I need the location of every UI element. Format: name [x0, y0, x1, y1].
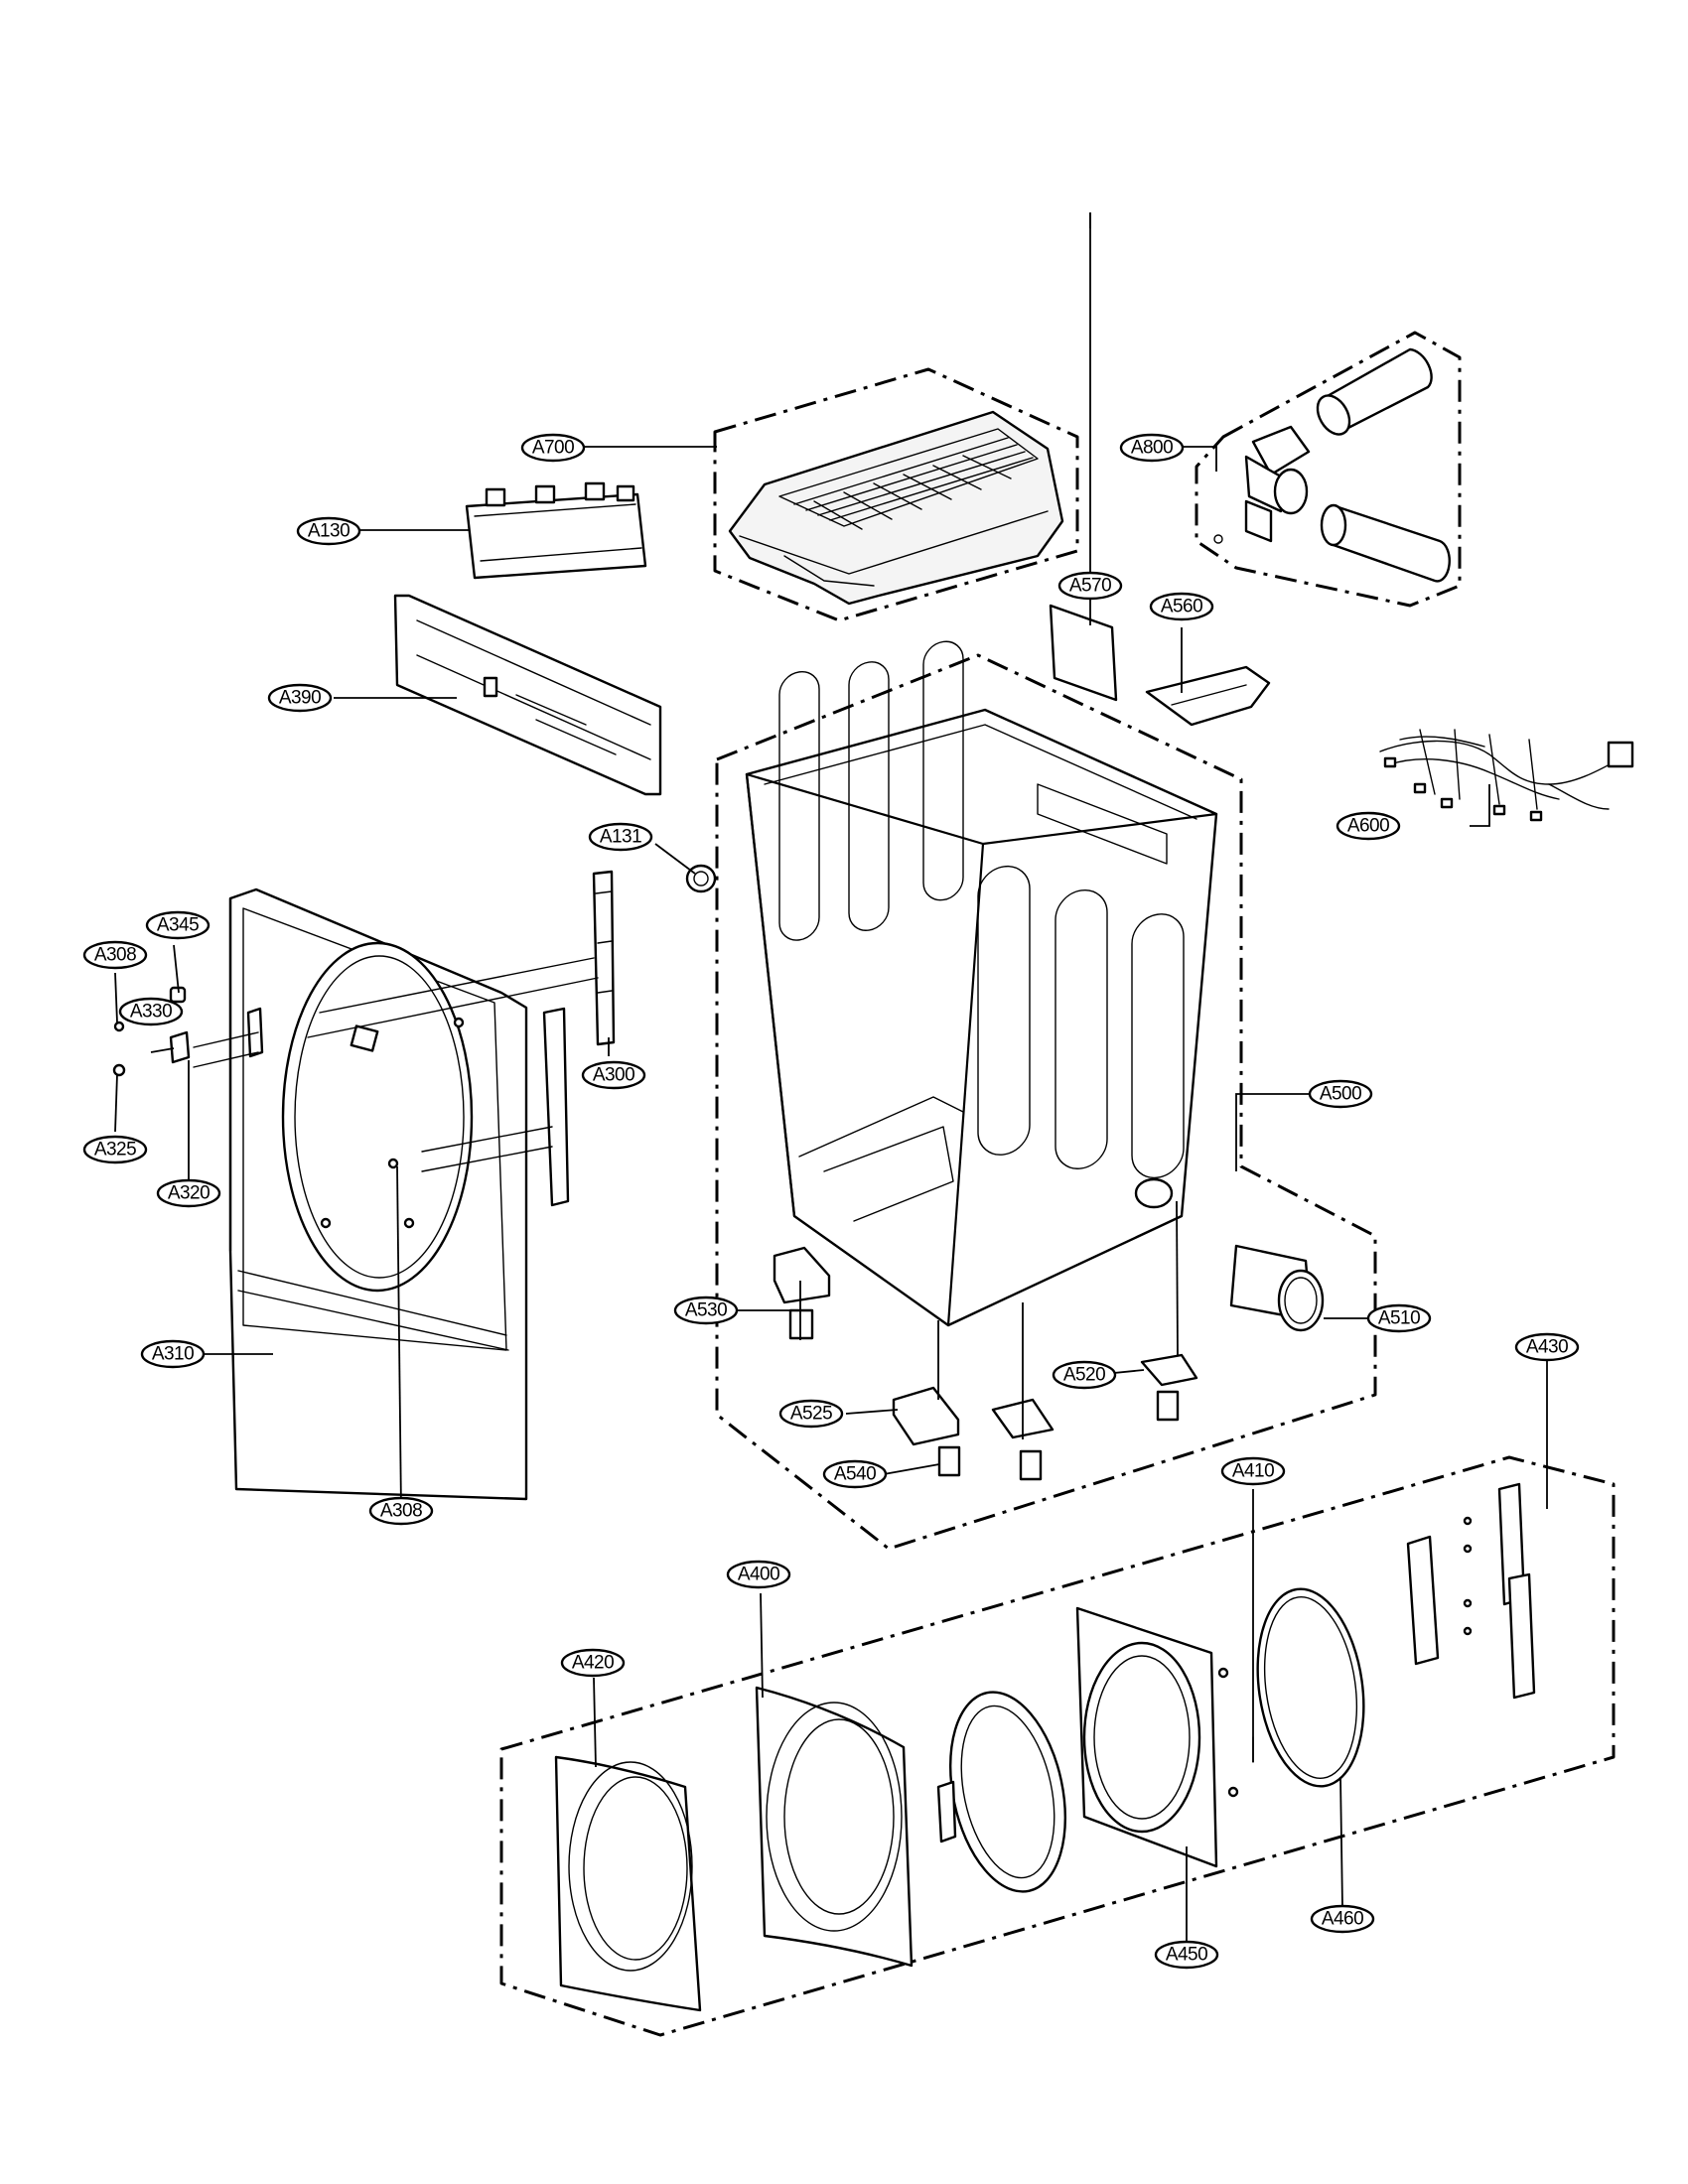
callout-a330: A330 — [118, 997, 184, 1026]
cabinet-part — [745, 640, 1218, 1327]
callout-a410-label: A410 — [1232, 1461, 1274, 1482]
callout-a460: A460 — [1310, 1904, 1375, 1934]
top-plate-part — [393, 594, 662, 796]
cabinet-group-outline — [715, 653, 1377, 1551]
door-gasket-part — [1252, 1587, 1365, 1788]
callout-a500: A500 — [1308, 1079, 1373, 1109]
callout-a390-label: A390 — [279, 688, 321, 709]
exhaust-adapter-part — [1229, 1244, 1325, 1332]
door-glass-part — [936, 1691, 1067, 1893]
exhaust-duct-part — [1213, 347, 1451, 583]
callout-a600: A600 — [1336, 811, 1401, 841]
callout-a530: A530 — [673, 1296, 739, 1325]
callout-a320: A320 — [156, 1178, 221, 1208]
callout-a320-label: A320 — [168, 1183, 210, 1204]
wire-harness-part — [1379, 729, 1634, 822]
callout-a420-label: A420 — [572, 1653, 614, 1674]
door-group-outline — [499, 1455, 1616, 2037]
door-hinge-plate-part — [1075, 1606, 1239, 1868]
callout-a400: A400 — [726, 1560, 791, 1589]
callout-a540: A540 — [822, 1459, 888, 1489]
callout-a570: A570 — [1057, 571, 1123, 601]
callout-a520-label: A520 — [1063, 1365, 1105, 1386]
callout-a525-label: A525 — [790, 1404, 832, 1425]
callout-a308-bottom-label: A308 — [380, 1501, 422, 1522]
callout-a345: A345 — [145, 910, 211, 940]
callout-a325-label: A325 — [94, 1140, 136, 1160]
callout-a308-top: A308 — [82, 940, 148, 970]
callout-a131-label: A131 — [600, 827, 641, 848]
callout-a420: A420 — [560, 1648, 626, 1678]
callout-a310: A310 — [140, 1339, 206, 1369]
callout-a460-label: A460 — [1322, 1909, 1363, 1930]
duct-group-outline — [1195, 331, 1462, 608]
callout-a345-label: A345 — [157, 915, 199, 936]
callout-a325: A325 — [82, 1135, 148, 1164]
callout-a540-label: A540 — [834, 1464, 876, 1485]
callout-a570-label: A570 — [1069, 576, 1111, 597]
callout-a520: A520 — [1052, 1360, 1117, 1390]
callout-a130-label: A130 — [308, 521, 350, 542]
callout-a800: A800 — [1119, 433, 1185, 463]
door-frame-part — [755, 1686, 914, 1968]
outer-door-part — [554, 1755, 702, 2012]
callout-a300-label: A300 — [593, 1065, 634, 1086]
callout-a450: A450 — [1154, 1940, 1219, 1970]
control-bracket-part — [465, 481, 647, 580]
top-panel-part — [728, 410, 1064, 606]
callout-a600-label: A600 — [1347, 816, 1389, 837]
callout-a510-label: A510 — [1378, 1308, 1420, 1329]
callout-a700-label: A700 — [532, 438, 574, 459]
callout-a410: A410 — [1220, 1456, 1286, 1486]
callout-a300: A300 — [581, 1060, 646, 1090]
callout-a310-label: A310 — [152, 1344, 194, 1365]
callout-a560-label: A560 — [1161, 597, 1202, 617]
callout-a308-bottom: A308 — [368, 1496, 434, 1526]
callout-a430: A430 — [1514, 1332, 1580, 1362]
callout-a308-top-label: A308 — [94, 945, 136, 966]
air-guide-part — [1145, 665, 1271, 727]
knob-part — [685, 864, 717, 893]
callout-a131: A131 — [588, 822, 653, 852]
top-panel-group-outline — [713, 367, 1079, 622]
front-panel-part — [228, 887, 528, 1501]
callout-a525: A525 — [778, 1399, 844, 1429]
callout-a500-label: A500 — [1320, 1084, 1361, 1105]
door-hinge-part — [1406, 1482, 1536, 1700]
support-rods — [193, 957, 599, 1172]
callout-a430-label: A430 — [1526, 1337, 1568, 1358]
callout-a560: A560 — [1149, 592, 1214, 621]
callout-a510: A510 — [1366, 1303, 1432, 1333]
side-bracket-part — [542, 870, 616, 1207]
callout-a130: A130 — [296, 516, 361, 546]
callout-a530-label: A530 — [685, 1300, 727, 1321]
callout-a450-label: A450 — [1166, 1945, 1207, 1966]
callout-a700: A700 — [520, 433, 586, 463]
callout-a400-label: A400 — [738, 1565, 779, 1585]
callout-a800-label: A800 — [1131, 438, 1173, 459]
callout-a330-label: A330 — [130, 1002, 172, 1023]
callout-a390: A390 — [267, 683, 333, 713]
